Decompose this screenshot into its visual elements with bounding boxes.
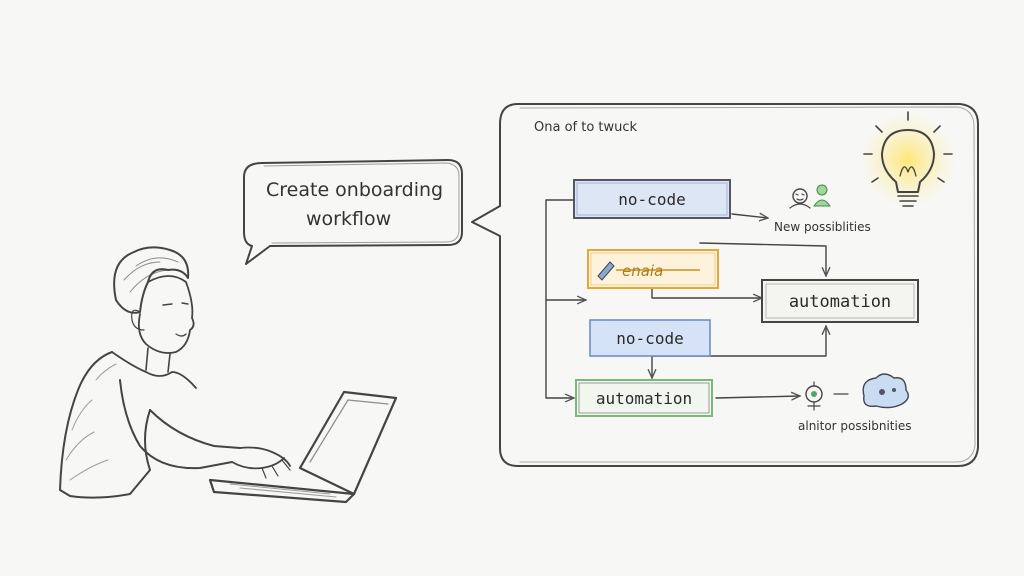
speech-line-1: Create onboarding [266,179,443,201]
node-no-code-top-label: no-code [618,190,685,209]
panel-title: Ona of to twuck [534,120,638,135]
diagram-panel: Ona of to twuck [471,103,979,467]
speech-bubble: Create onboarding workflow [243,159,463,265]
node-scribble-label: enaia [622,262,663,280]
node-no-code-mid-label: no-code [616,329,683,348]
lightbulb-icon [860,111,956,208]
node-automation-bottom-label: automation [596,389,692,408]
node-automation-right-label: automation [789,292,891,312]
people-icon [789,184,831,209]
node-scribble: enaia [587,249,719,289]
annotation-alter-possibilities: alnitor possibnities [798,419,911,433]
node-no-code-mid: no-code [589,319,711,357]
node-no-code-top: no-code [573,179,731,219]
cloud-brain-icon [862,373,909,409]
annotation-new-possibilities: New possiblities [774,220,871,234]
node-automation-right: automation [761,279,919,323]
speech-line-2: workflow [306,208,391,230]
robot-icon [805,381,849,411]
node-automation-bottom: automation [575,379,713,417]
person-with-laptop [59,246,398,504]
